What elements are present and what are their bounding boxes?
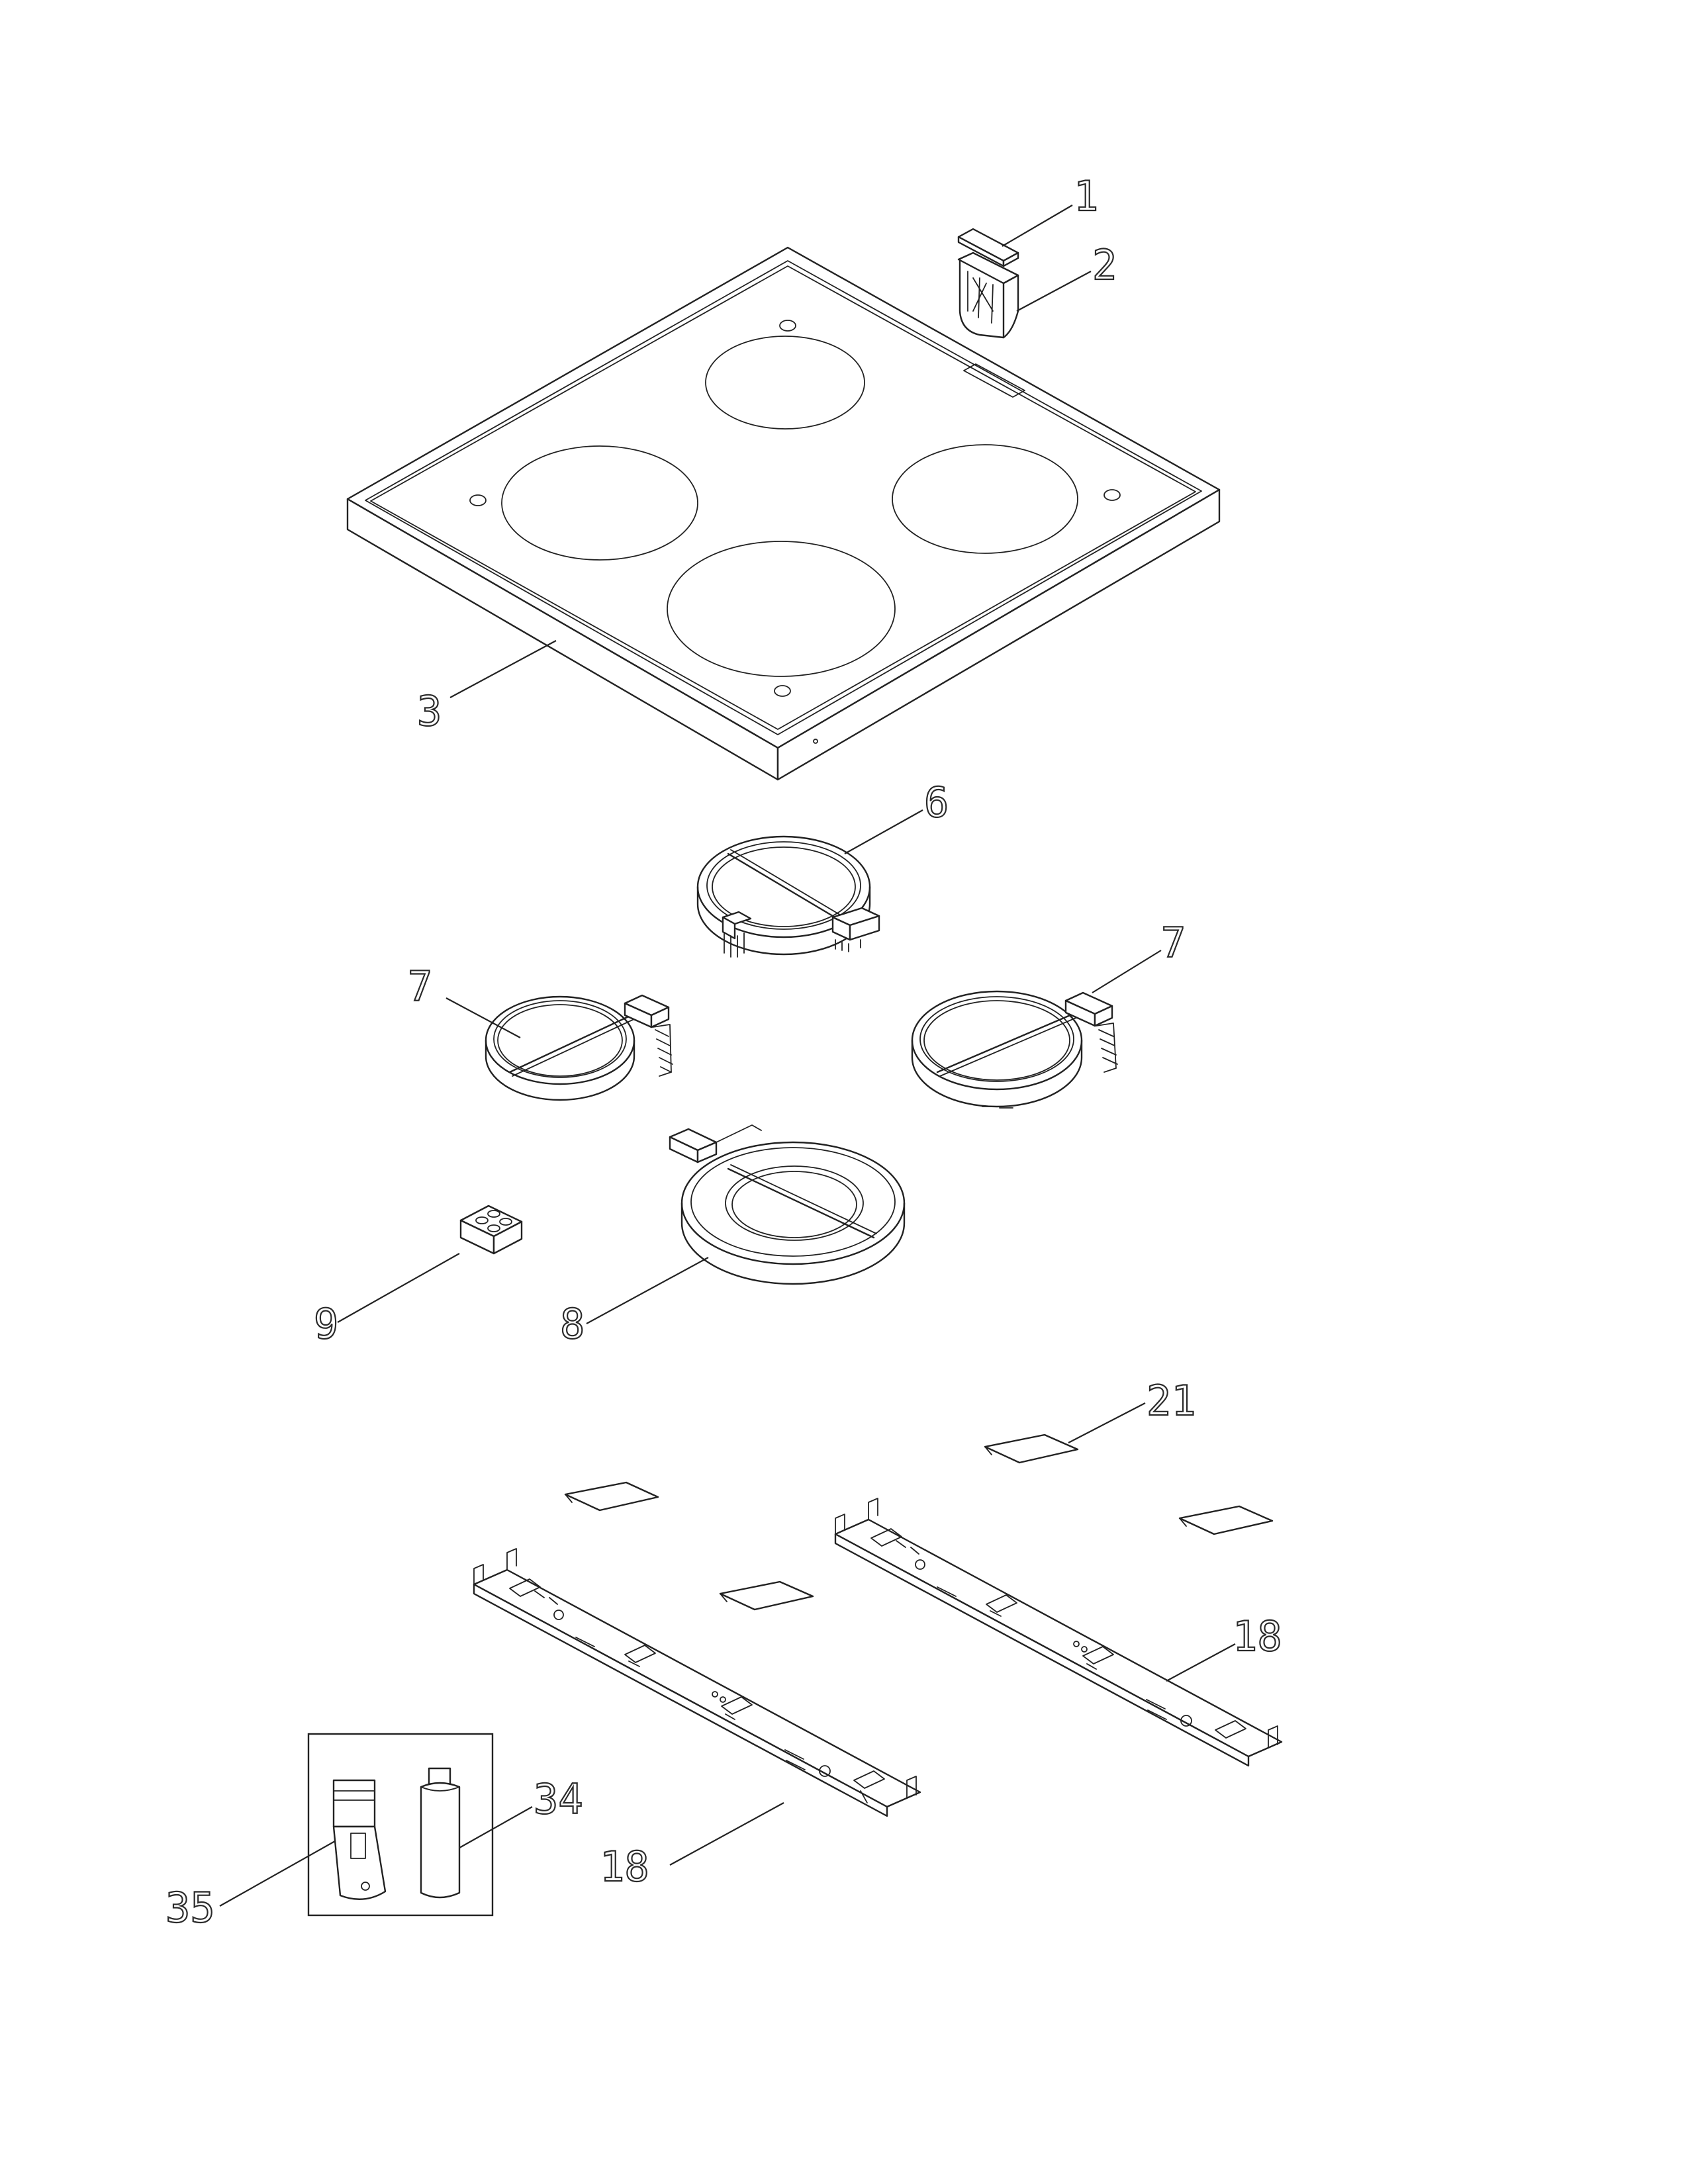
callout-numbers: 1 2 3 6 7 7 8 9 21 18 18 34 35 xyxy=(165,171,1283,1933)
callout-1: 1 xyxy=(1074,172,1098,220)
cooking-zone-rear xyxy=(705,336,865,430)
part-21-clip-1 xyxy=(564,1481,659,1512)
part-34-cleaner-bottle xyxy=(420,1767,461,1899)
part-18-support-rail-right xyxy=(834,1498,1283,1767)
callout-7-left: 7 xyxy=(408,962,432,1011)
callout-3: 3 xyxy=(417,687,442,735)
callout-35: 35 xyxy=(165,1884,215,1932)
part-35-scraper xyxy=(332,1779,387,1900)
callout-34: 34 xyxy=(534,1775,583,1823)
cooking-zone-right xyxy=(892,444,1078,554)
cooking-zone-left xyxy=(501,445,698,561)
part-21-clip-2 xyxy=(719,1580,814,1611)
kit-box xyxy=(307,1733,494,1917)
callout-6: 6 xyxy=(924,778,949,827)
part-6-heating-element xyxy=(696,835,880,958)
callout-2: 2 xyxy=(1092,241,1117,289)
callout-18-left: 18 xyxy=(600,1843,649,1891)
callout-8: 8 xyxy=(560,1300,585,1348)
callout-21: 21 xyxy=(1147,1377,1196,1425)
cooking-zone-front xyxy=(667,541,896,677)
callout-9: 9 xyxy=(314,1300,338,1348)
part-9-terminal-block xyxy=(459,1205,523,1255)
callout-18-right: 18 xyxy=(1233,1612,1282,1661)
part-18-support-rail-left xyxy=(473,1548,921,1817)
part-3-cooktop xyxy=(346,246,1221,781)
part-7-heating-element-left xyxy=(485,994,673,1101)
part-8-dual-heating-element xyxy=(669,1124,906,1285)
part-1-trim xyxy=(957,228,1019,267)
part-7-heating-element-right xyxy=(911,990,1118,1109)
part-21-clip-4 xyxy=(1178,1505,1274,1535)
callout-7-right: 7 xyxy=(1161,919,1186,967)
part-21-clip-3 xyxy=(984,1433,1079,1464)
part-2-bracket xyxy=(957,251,1019,339)
leader-lines xyxy=(219,205,1236,1907)
